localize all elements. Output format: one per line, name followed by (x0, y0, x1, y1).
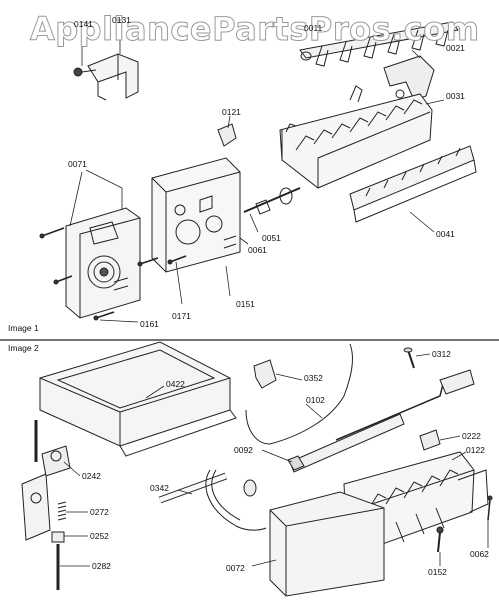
part-label-0422: 0422 (166, 379, 185, 389)
clip-0121 (217, 123, 237, 147)
part-label-0161: 0161 (140, 319, 159, 329)
screws-image-1 (39, 227, 187, 321)
part-label-0061: 0061 (248, 245, 267, 255)
part-label-0051: 0051 (262, 233, 281, 243)
part-label-0312: 0312 (432, 349, 451, 359)
wire-0102 (245, 343, 475, 445)
screw-0152 (436, 526, 444, 553)
part-label-0122: 0122 (466, 445, 485, 455)
leader-lines-image-1 (69, 24, 445, 323)
bracket-0131 (73, 53, 139, 101)
watermark: AppliancePartsPros.com (30, 10, 480, 49)
part-label-0021: 0021 (446, 43, 465, 53)
spring-0272 (57, 501, 67, 521)
housing (151, 157, 241, 273)
ice-bin-0422 (39, 341, 237, 457)
harness-0092 (287, 413, 405, 473)
part-label-0171: 0171 (172, 311, 191, 321)
part-label-0252: 0252 (90, 531, 109, 541)
part-0222 (419, 429, 441, 451)
water-valve-0242 (21, 420, 71, 541)
part-label-0071: 0071 (68, 159, 87, 169)
screw-0312 (403, 347, 415, 369)
ejector-0011 (299, 21, 459, 67)
part-label-0092: 0092 (234, 445, 253, 455)
fill-tube-0342 (158, 469, 267, 531)
part-label-0282: 0282 (92, 561, 111, 571)
part-label-0102: 0102 (306, 395, 325, 405)
part-label-0031: 0031 (446, 91, 465, 101)
part-label-0222: 0222 (462, 431, 481, 441)
section-label-image-2: Image 2 (8, 343, 39, 353)
part-label-0352: 0352 (304, 373, 323, 383)
part-label-0131: 0131 (112, 15, 131, 25)
leader-lines-image-2 (60, 353, 489, 567)
part-label-0041: 0041 (436, 229, 455, 239)
mold-0031 (279, 85, 433, 189)
part-label-0242: 0242 (82, 471, 101, 481)
part-label-0272: 0272 (90, 507, 109, 517)
part-label-0062: 0062 (470, 549, 489, 559)
cover-0072 (269, 491, 385, 597)
part-label-0141: 0141 (74, 19, 93, 29)
section-label-image-1: Image 1 (8, 323, 39, 333)
screw-0062 (487, 495, 493, 521)
nut-0252 (51, 531, 65, 543)
part-label-0121: 0121 (222, 107, 241, 117)
part-label-0011: 0011 (304, 23, 323, 33)
part-label-0152: 0152 (428, 567, 447, 577)
cover-0071 (65, 207, 141, 319)
lever-0021 (383, 55, 435, 101)
shaft-0051 (243, 187, 301, 215)
fill-cup-0041 (349, 145, 477, 223)
part-label-0072: 0072 (226, 563, 245, 573)
part-label-0151: 0151 (236, 299, 255, 309)
part-label-0342: 0342 (150, 483, 169, 493)
clamp-0352 (253, 359, 277, 389)
